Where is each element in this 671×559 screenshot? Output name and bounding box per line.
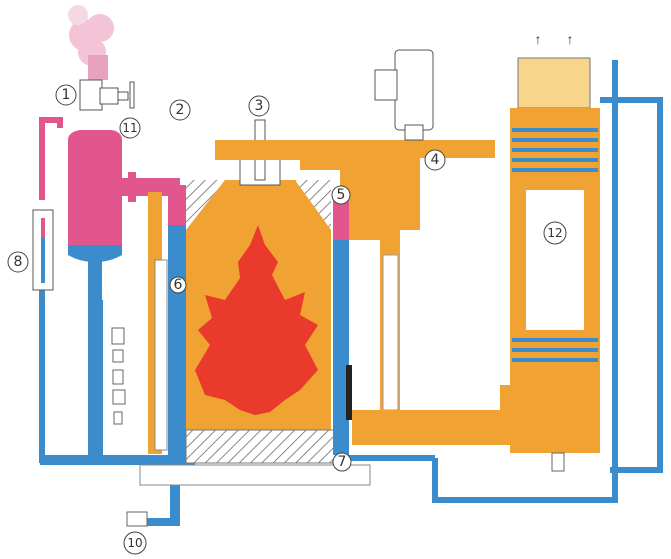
economizer: ↑ ↑ [510,33,663,473]
feed-pipe [95,300,103,465]
downcomer-steam [333,200,349,240]
flue-chamber [215,140,495,410]
callout-8: 8 [7,251,29,273]
tube-divider [346,365,352,420]
callout-6: 6 [169,276,187,294]
callout-1: 1 [55,84,77,106]
svg-text:2: 2 [176,102,185,118]
callout-12: 12 [543,221,567,245]
base-plinth [139,464,371,486]
economizer-pipe [432,60,618,503]
drain-pipe [170,465,180,525]
callout-5: 5 [331,185,351,205]
drain-valve[interactable] [126,511,148,527]
svg-text:10: 10 [127,536,142,550]
svg-text:1: 1 [62,87,71,103]
gauge-steam-pipe [39,117,63,200]
drain-pipe-horizontal [145,518,180,526]
downcomer-water [333,240,349,455]
svg-text:7: 7 [338,454,347,470]
main-steam-valve [79,79,135,111]
return-pipe [335,455,435,461]
callout-11: 11 [119,117,141,139]
bottom-flue-duct [352,385,515,445]
steam-plume [68,5,114,80]
riser-steam-section [168,185,186,225]
callout-10: 10 [123,531,147,555]
svg-text:↑: ↑ [567,33,574,48]
flame [195,225,318,415]
feed-valve-assembly [111,327,126,425]
callout-3: 3 [248,95,270,117]
callout-7: 7 [332,452,352,472]
svg-text:3: 3 [255,98,264,114]
callout-2: 2 [169,99,191,121]
svg-text:8: 8 [14,254,23,270]
svg-text:↑: ↑ [535,33,542,48]
steam-separator [68,130,180,460]
callout-4: 4 [424,149,446,171]
flue-gap [382,254,399,411]
svg-text:12: 12 [547,226,562,240]
svg-text:4: 4 [431,152,440,168]
svg-text:6: 6 [174,277,183,293]
bottom-header [40,455,195,465]
svg-text:11: 11 [122,121,137,135]
inner-panel [154,259,168,451]
water-level-gauge [32,209,54,291]
fan-motor [374,49,434,141]
riser-water-section [168,225,186,465]
svg-text:5: 5 [337,187,346,203]
